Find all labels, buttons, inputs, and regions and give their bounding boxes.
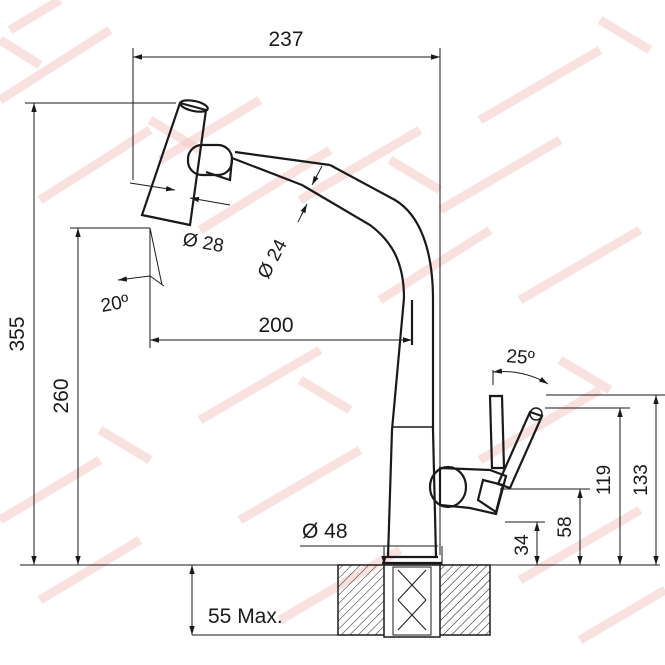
dim-spout-reach: 237 xyxy=(268,28,303,51)
dim-body-height: 58 xyxy=(555,516,576,537)
dim-handle-base-height: 34 xyxy=(512,534,533,556)
dim-lever-angle: 25º xyxy=(506,346,536,369)
dim-hose-diameter: Ø 24 xyxy=(254,236,292,283)
dim-head-tilt: 20º xyxy=(99,291,130,317)
dimension-lines xyxy=(20,48,665,636)
countertop-section xyxy=(337,564,491,638)
faucet-body xyxy=(140,99,544,565)
dim-spray-head-diameter: Ø 28 xyxy=(181,229,225,257)
dim-pullout-length: 200 xyxy=(258,314,293,337)
dim-counter-thickness: 55 Max. xyxy=(208,605,283,628)
watermark-pattern-icon xyxy=(0,0,665,644)
dim-base-diameter: Ø 48 xyxy=(302,520,348,543)
dim-lever-height-mid: 119 xyxy=(594,465,615,495)
dim-spout-height: 260 xyxy=(50,378,73,413)
dim-total-height: 355 xyxy=(6,316,29,351)
dim-lever-height-top: 133 xyxy=(631,464,652,496)
